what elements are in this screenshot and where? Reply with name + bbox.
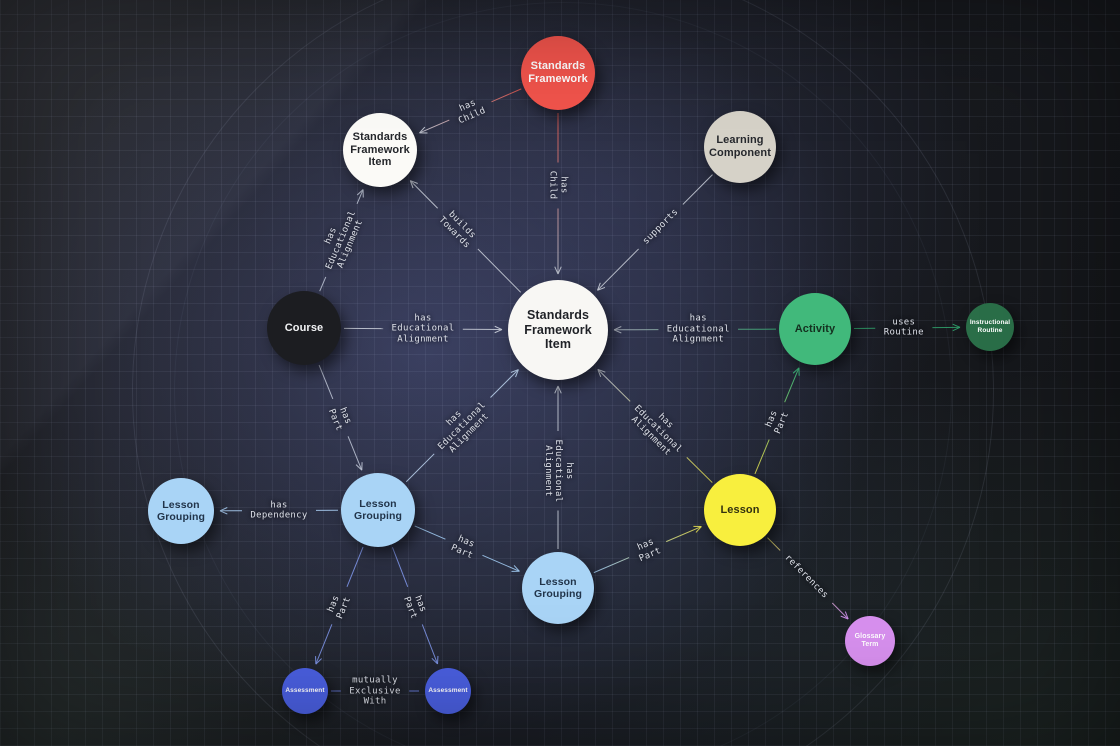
node-activity[interactable]: Activity — [779, 293, 851, 365]
edge-label-uses-routine: uses Routine — [883, 317, 924, 338]
edge-label-has-part: has Part — [326, 405, 354, 432]
node-course[interactable]: Course — [267, 291, 341, 365]
node-learning-component[interactable]: Learning Component — [704, 111, 776, 183]
edge-label-has-part: has Part — [326, 593, 353, 620]
edge-label-has-educational-alignment: has Educational Alignment — [391, 313, 455, 345]
node-instructional-routine[interactable]: Instructional Routine — [966, 303, 1014, 351]
node-lesson-grouping-bottom[interactable]: Lesson Grouping — [522, 552, 594, 624]
node-assessment-right[interactable]: Assessment — [425, 668, 471, 714]
edge-label-has-dependency: has Dependency — [250, 500, 308, 521]
node-assessment-left[interactable]: Assessment — [282, 668, 328, 714]
edge-label-has-part: has Part — [449, 534, 476, 561]
edge-label-builds-towards: builds Towards — [436, 209, 478, 250]
edge-label-has-child: has Child — [548, 171, 569, 200]
edge-label-has-child: has Child — [457, 97, 488, 126]
edge-label-has-part: has Part — [763, 408, 791, 436]
edge-label-has-educational-alignment: has Educational Alignment — [629, 403, 685, 459]
node-standards-framework-item-top[interactable]: Standards Framework Item — [343, 113, 417, 187]
edge-label-supports: supports — [640, 206, 681, 247]
node-lesson-grouping-mid[interactable]: Lesson Grouping — [341, 473, 415, 547]
node-glossary-term[interactable]: Glossary Term — [845, 616, 895, 666]
edge-label-has-educational-alignment: has Educational Alignment — [323, 209, 366, 272]
edge-label-references: references — [782, 552, 831, 601]
edge-label-has-part: has Part — [635, 536, 663, 564]
edge-label-has-educational-alignment: has Educational Alignment — [666, 313, 730, 345]
node-lesson-grouping-left[interactable]: Lesson Grouping — [148, 478, 214, 544]
node-lesson[interactable]: Lesson — [704, 474, 776, 546]
node-standards-framework-item-center[interactable]: Standards Framework Item — [508, 280, 608, 380]
node-standards-framework[interactable]: Standards Framework — [521, 36, 595, 110]
edge-label-has-educational-alignment: has Educational Alignment — [542, 439, 574, 503]
edge-label-mutually-exclusive-with: mutually Exclusive With — [349, 675, 401, 707]
edge-label-has-educational-alignment: has Educational Alignment — [436, 399, 492, 455]
edge-label-has-part: has Part — [401, 593, 428, 620]
